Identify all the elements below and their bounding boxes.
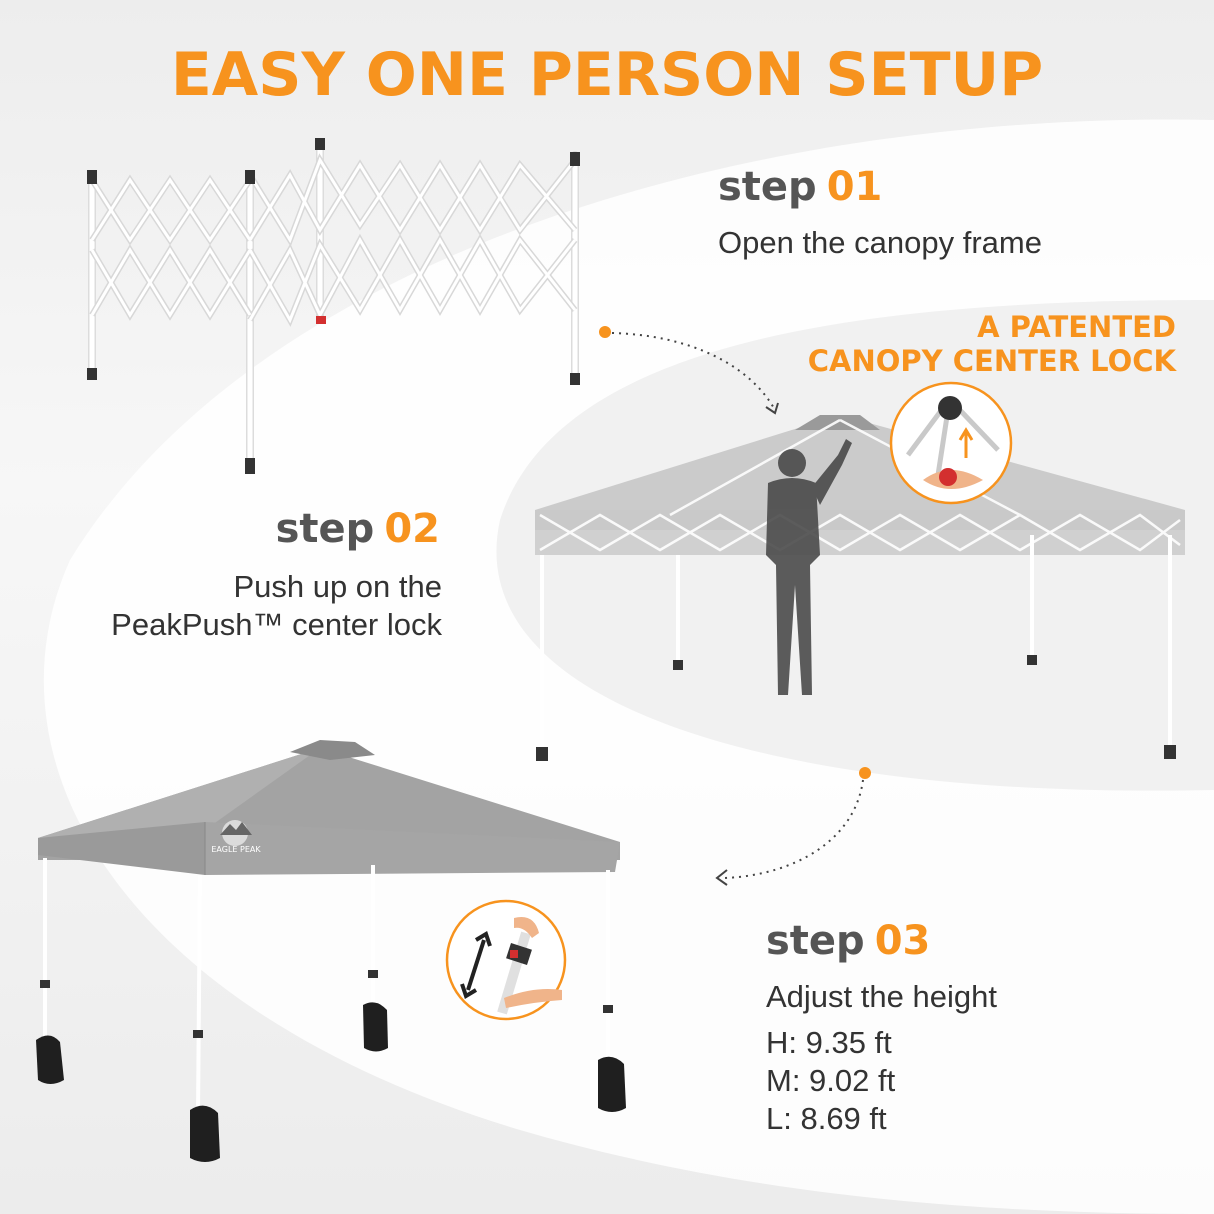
center-lock-inset xyxy=(889,381,1013,505)
step-03-description: Adjust the height xyxy=(766,979,997,1014)
up-arrow-icon xyxy=(958,427,974,458)
eagle-peak-logo: EAGLE PEAK xyxy=(211,820,261,854)
folded-frame-illustration xyxy=(87,138,580,474)
step-03-word: step xyxy=(766,918,865,964)
height-adjust-inset xyxy=(445,899,567,1021)
arrow-start-dot-1 xyxy=(599,326,611,338)
step-01-description: Open the canopy frame xyxy=(718,225,1042,260)
callout-line-1: A PATENTED xyxy=(977,310,1176,344)
step-02-word: step xyxy=(275,506,375,552)
height-options: H: 9.35 ft M: 9.02 ft L: 8.69 ft xyxy=(766,1024,895,1138)
dotted-curve-arrow-icon-2 xyxy=(715,779,864,886)
arrow-start-dot-2 xyxy=(859,767,871,779)
step-01-word: step xyxy=(718,164,817,210)
step-02-description-line-1: Push up on the xyxy=(233,569,442,604)
height-low: L: 8.69 ft xyxy=(766,1101,887,1136)
step-01-number: 01 xyxy=(826,164,883,210)
callout-line-2: CANOPY CENTER LOCK xyxy=(807,344,1176,378)
step-02-number: 02 xyxy=(384,506,440,552)
double-arrow-icon xyxy=(460,931,492,999)
brand-logo-text: EAGLE PEAK xyxy=(211,845,261,854)
height-medium: M: 9.02 ft xyxy=(766,1063,896,1098)
dotted-curve-arrow-icon xyxy=(611,332,779,415)
page-title: EASY ONE PERSON SETUP xyxy=(170,40,1044,110)
finished-canopy-illustration: EAGLE PEAK xyxy=(36,740,626,1162)
height-high: H: 9.35 ft xyxy=(766,1025,892,1060)
patented-lock-callout: A PATENTED CANOPY CENTER LOCK xyxy=(808,310,1176,378)
step-03-number: 03 xyxy=(874,918,931,964)
open-canopy-illustration xyxy=(535,415,1185,761)
step-02-description-line-2: PeakPush™ center lock xyxy=(111,607,442,642)
step-02-description: Push up on the PeakPush™ center lock xyxy=(111,568,442,644)
